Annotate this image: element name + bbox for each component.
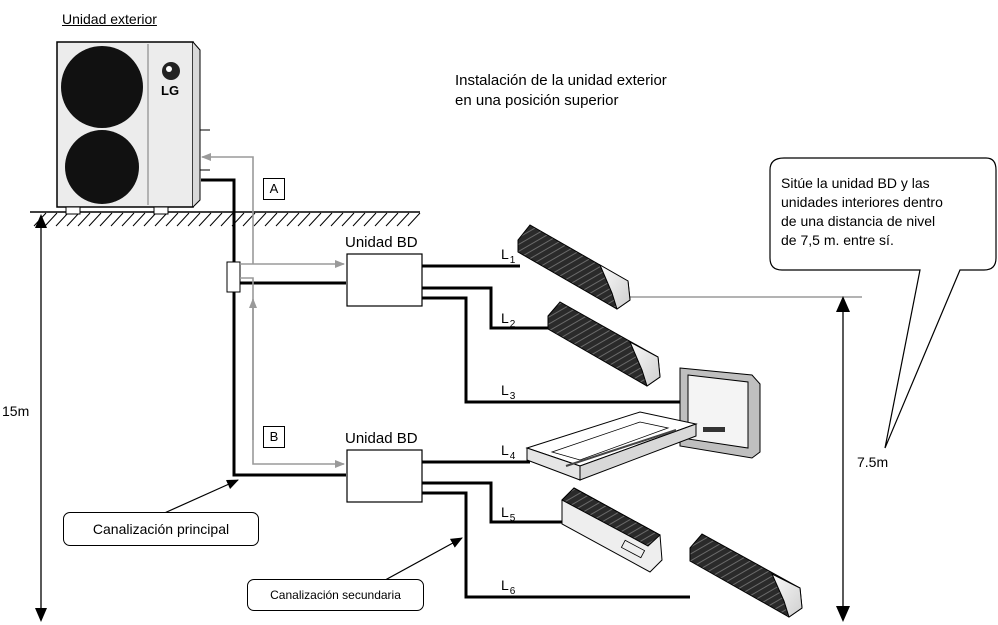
height-dimension-15m — [35, 214, 47, 622]
lg-logo-text: LG — [161, 83, 180, 98]
callout-bubble — [769, 157, 997, 449]
pipe-label-l3: L3 — [501, 382, 516, 402]
main-piping-leader — [159, 479, 239, 516]
main-piping-label: Canalización principal — [63, 512, 259, 546]
flow-arrows — [201, 153, 862, 468]
branch-joint — [226, 261, 241, 293]
outdoor-unit — [56, 41, 210, 215]
height-7-5m-label: 7.5m — [857, 454, 889, 470]
pipe-label-l4: L4 — [501, 442, 516, 462]
pipe-index: 6 — [509, 586, 516, 597]
callout-text: Sitúe la unidad BD y las unidades interi… — [781, 174, 943, 250]
pipe-label-l2: L2 — [501, 310, 516, 330]
pipe-index: 3 — [509, 391, 516, 402]
pipe-index: 2 — [509, 319, 516, 330]
callout-line-2: unidades interiores dentro — [781, 194, 943, 210]
pipe-index: 4 — [509, 451, 516, 462]
outdoor-unit-label: Unidad exterior — [62, 11, 157, 27]
fan-icon — [65, 130, 139, 204]
height-15m-label: 15m — [2, 403, 30, 419]
pipe-letter: L — [501, 442, 509, 458]
indoor-unit-floor-ceiling — [561, 487, 663, 573]
callout-line-3: de una distancia de nivel — [781, 213, 936, 229]
pipe-letter: L — [501, 310, 509, 326]
pipe-letter: L — [501, 246, 509, 262]
bd-unit-bottom-label: Unidad BD — [345, 430, 418, 447]
callout-line-4: de 7,5 m. entre sí. — [781, 232, 894, 248]
bd-unit-top-label: Unidad BD — [345, 234, 418, 251]
indoor-unit-wall-1 — [517, 224, 631, 310]
main-piping-lines — [201, 178, 690, 599]
indoor-unit-wall-3 — [689, 533, 803, 618]
pipe-letter: L — [501, 577, 509, 593]
indoor-unit-cassette — [525, 411, 698, 481]
pipe-label-l5: L5 — [501, 504, 516, 524]
installation-title-line2: en una posición superior — [455, 92, 619, 109]
ground-line — [30, 211, 421, 227]
pipe-letter: L — [501, 504, 509, 520]
installation-title-line1: Instalación de la unidad exterior — [455, 72, 667, 89]
bd-unit-bottom — [346, 449, 423, 503]
bd-unit-top — [346, 253, 423, 307]
callout-line-1: Sitúe la unidad BD y las — [781, 175, 930, 191]
height-dimension-7-5m — [836, 296, 850, 622]
indoor-unit-wall-2 — [547, 301, 661, 387]
pipe-index: 1 — [509, 255, 516, 266]
branch-piping-label: Canalización secundaria — [247, 579, 424, 611]
pipe-index: 5 — [509, 513, 516, 524]
pipe-label-l1: L1 — [501, 246, 516, 266]
pipe-label-l6: L6 — [501, 577, 516, 597]
branch-piping-leader — [377, 537, 463, 585]
indoor-unit-console — [679, 367, 761, 459]
pipe-letter: L — [501, 382, 509, 398]
section-a-label: A — [263, 178, 285, 200]
section-b-label: B — [263, 426, 285, 448]
fan-icon — [61, 46, 143, 128]
